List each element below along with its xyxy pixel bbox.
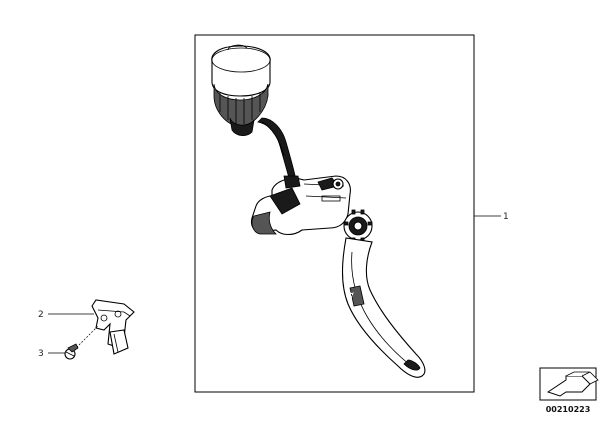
master-cylinder: [250, 175, 351, 236]
mounting-bracket: [91, 299, 135, 355]
brake-lever: 11: [342, 237, 426, 378]
screw: [64, 343, 79, 360]
reference-box: 00210223: [539, 367, 599, 414]
callout-2-label: 2: [38, 310, 44, 320]
callout-3-label: 3: [38, 349, 44, 359]
assembly-frame: [194, 34, 475, 393]
screw-leader: [73, 325, 99, 351]
arrow-right-icon: [546, 371, 599, 397]
reference-number: 00210223: [546, 405, 591, 414]
adjuster-knob: [343, 209, 373, 243]
fluid-reservoir: [211, 44, 271, 136]
brake-hose: [257, 117, 297, 183]
callout-1-label: 1: [503, 212, 509, 222]
svg-text:11: 11: [346, 290, 355, 300]
